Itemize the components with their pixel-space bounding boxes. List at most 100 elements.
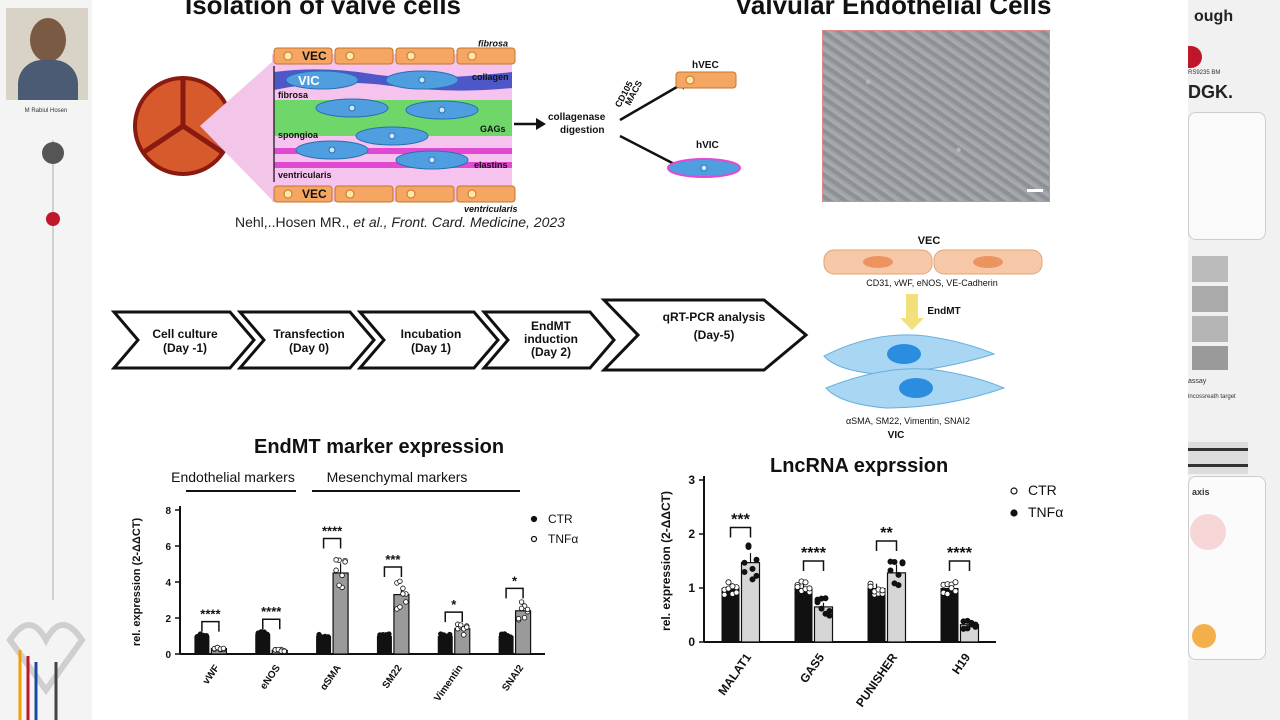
endmt-vic-markers: αSMA, SM22, Vimentin, SNAI2	[846, 416, 970, 426]
significance-label: **	[880, 525, 893, 542]
category-label: PUNISHER	[853, 650, 900, 709]
dot-tnfa	[741, 559, 748, 566]
dot-tnfa	[458, 622, 464, 628]
timeline-step-5	[600, 298, 809, 372]
significance-bracket	[948, 560, 971, 571]
dot-ctr	[447, 631, 453, 638]
next-slide-target: lncossreath target	[1188, 394, 1236, 400]
next-slide-assay: assay	[1188, 378, 1207, 385]
significance-bracket	[383, 566, 403, 577]
dot-ctr	[802, 579, 809, 586]
dot-tnfa	[333, 567, 339, 573]
scale-bar	[1027, 189, 1043, 192]
significance-label: ***	[385, 552, 401, 567]
chart-right-title: LncRNA exprssion	[770, 455, 949, 477]
matrix-collagen: collagen	[472, 72, 509, 82]
layer-ventricularis: ventricularis	[278, 170, 332, 180]
dot-tnfa	[220, 645, 227, 652]
vec-row-top	[273, 47, 516, 65]
legend-marker	[530, 535, 538, 543]
blot-image-1	[1192, 256, 1228, 282]
bar-tnfa	[454, 628, 471, 655]
vec-label-bottom: VEC	[302, 187, 327, 201]
significance-label: *	[512, 573, 518, 588]
citation: Nehl,..Hosen MR., et al., Front. Card. M…	[235, 214, 565, 230]
legend-label: CTR	[1028, 482, 1057, 498]
significance-label: ***	[731, 511, 750, 528]
y-tick-label: 0	[165, 650, 171, 661]
significance-label: ****	[322, 523, 343, 538]
bar-ctr	[940, 588, 959, 642]
significance-label: ****	[801, 545, 827, 562]
significance-bracket	[729, 526, 752, 538]
orange-shape	[1192, 624, 1216, 648]
timeline-step-3	[356, 310, 500, 370]
next-slide-small-label: RS9235 BM	[1188, 70, 1221, 76]
y-axis-label: rel. expression (2-ΔΔCT)	[131, 518, 143, 647]
y-tick-label: 6	[165, 542, 171, 553]
next-slide-axis: axis	[1192, 487, 1210, 497]
hvic-label: hVIC	[696, 140, 719, 151]
dot-tnfa	[518, 599, 525, 605]
dot-tnfa	[899, 560, 906, 567]
western-blot	[1188, 442, 1248, 474]
timeline-step-1-line2: (Day -1)	[163, 341, 207, 355]
significance-bracket	[262, 618, 281, 630]
y-tick-label: 0	[688, 635, 695, 649]
dot-tnfa	[461, 632, 467, 638]
timeline-step-3-line1: Incubation	[401, 327, 462, 341]
timeline-line	[52, 140, 54, 600]
endmt-arrow-head	[900, 318, 924, 330]
dot-tnfa	[887, 558, 894, 565]
layer-spongioa: spongioa	[278, 130, 319, 140]
group-label-mesenchymal: Mesenchymal markers	[327, 469, 468, 485]
significance-label: ****	[261, 604, 282, 619]
endmt-diagram: VEC CD31, vWF, eNOS, VE-Cadherin EndMT α…	[823, 235, 1043, 441]
dot-ctr	[806, 585, 813, 592]
dot-tnfa	[339, 572, 345, 579]
significance-label: ****	[200, 607, 221, 622]
layer-fibrosa: fibrosa	[278, 90, 309, 100]
bar-ctr	[721, 588, 740, 642]
dot-ctr	[264, 631, 270, 638]
timeline-step-2	[236, 310, 376, 370]
title-vec: Valvular Endothelial Cells	[735, 0, 1052, 20]
red-logo-icon	[1188, 46, 1202, 68]
dot-ctr	[203, 634, 210, 641]
significance-bracket	[505, 587, 524, 599]
citation-etal: et al.,	[353, 214, 392, 230]
dot-tnfa	[753, 572, 760, 579]
speaker-name: M Rabiul Hosen	[24, 108, 68, 114]
significance-bracket	[201, 620, 220, 632]
speaker-avatar	[30, 18, 66, 62]
dot-ctr	[948, 585, 955, 592]
category-label: eNOS	[258, 663, 283, 692]
legend-label: TNFα	[1028, 504, 1063, 520]
endmt-vec-label: VEC	[918, 235, 941, 247]
dot-tnfa	[521, 615, 528, 621]
hvec-label: hVEC	[692, 60, 719, 71]
dot-tnfa	[524, 606, 531, 613]
dot-ctr	[952, 588, 959, 595]
dot-ctr	[325, 634, 331, 640]
category-label: Vimentin	[432, 663, 465, 704]
speaker-body	[18, 60, 78, 100]
category-label: GAS5	[797, 650, 827, 685]
dot-ctr	[794, 583, 801, 590]
dot-tnfa	[818, 605, 825, 612]
zoom-wedge	[200, 62, 272, 200]
dot-tnfa	[400, 591, 406, 597]
endmt-arrow-label: EndMT	[927, 306, 960, 317]
legend-label: TNFα	[548, 532, 578, 546]
dot-tnfa	[964, 617, 971, 624]
logo-graphic	[6, 622, 86, 720]
dot-tnfa	[814, 599, 821, 606]
next-slide-header: ough	[1194, 8, 1234, 25]
dot-tnfa	[518, 605, 525, 612]
dot-tnfa	[342, 559, 348, 565]
title-isolation: Isolation of valve cells	[185, 0, 461, 20]
dot-tnfa	[336, 582, 342, 589]
endmt-vec-markers: CD31, vWF, eNOS, VE-Cadherin	[866, 278, 998, 288]
y-tick-label: 8	[165, 506, 171, 517]
bar-ctr	[376, 636, 392, 654]
